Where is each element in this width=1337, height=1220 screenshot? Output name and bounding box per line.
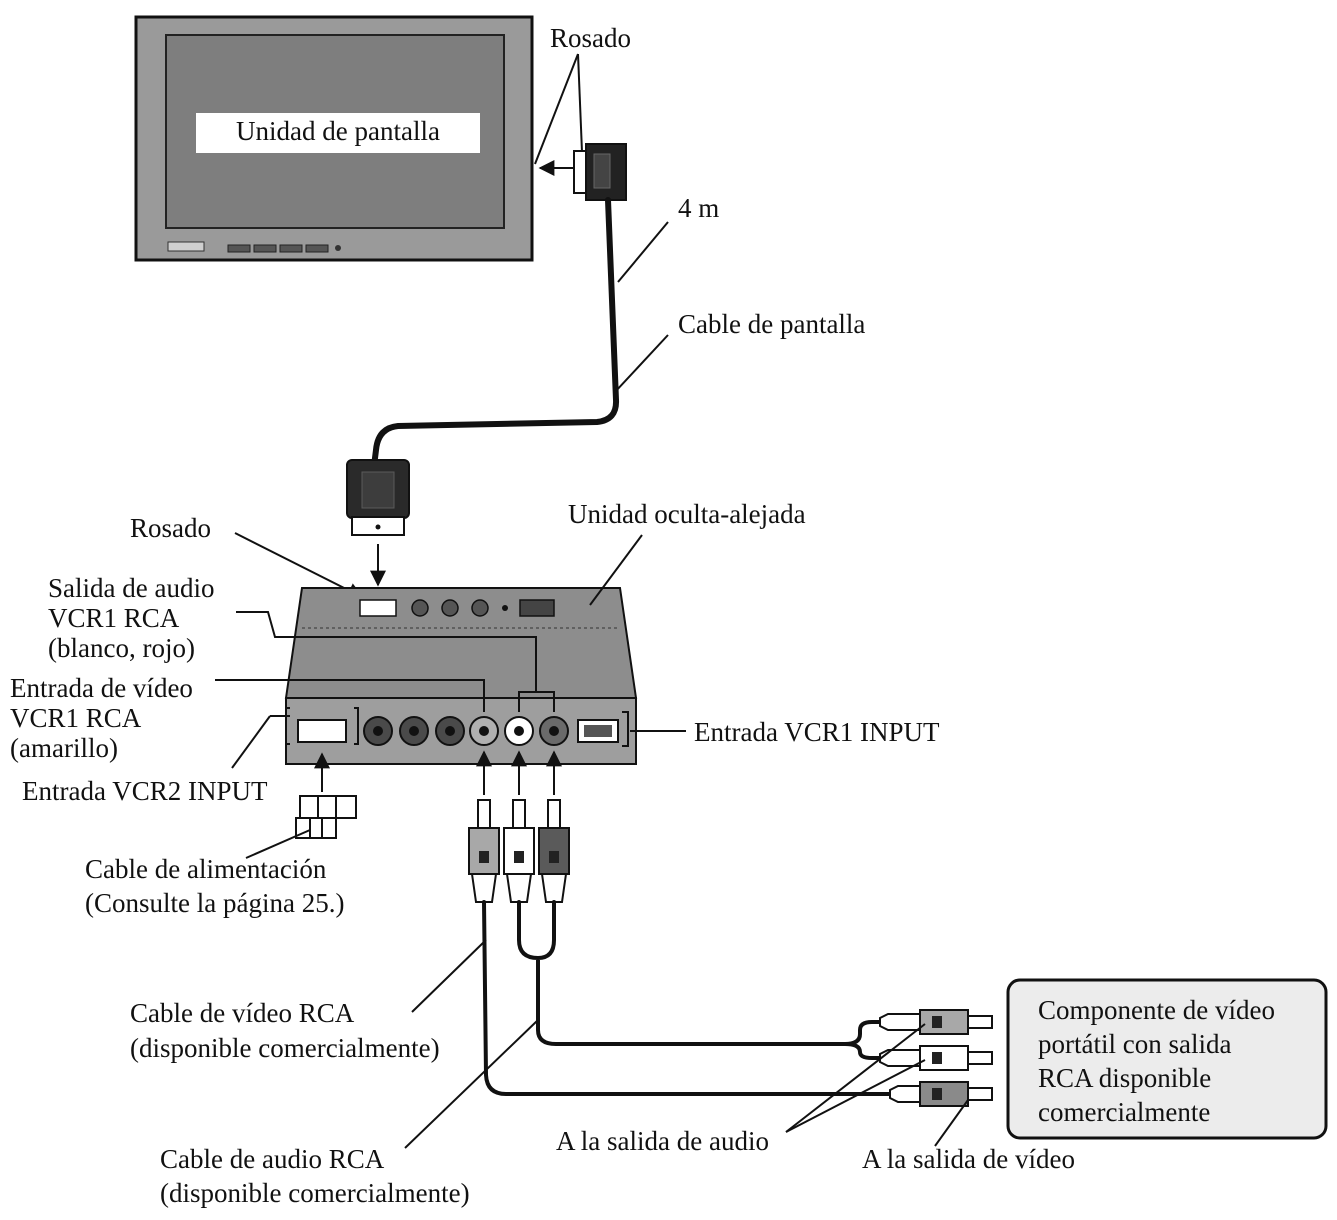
pink-connector-bottom (346, 459, 410, 536)
power-cable-label-line1: Cable de alimentación (85, 854, 327, 884)
rca-audio-cable (517, 900, 892, 1060)
audio-out-label-line3: (blanco, rojo) (48, 633, 195, 663)
video-in-label-line3: (amarillo) (10, 733, 118, 763)
remote-unit-label: Unidad oculta-alejada (568, 499, 806, 529)
component-label-line4: comercialmente (1038, 1097, 1210, 1127)
display-cable-label: Cable de pantalla (678, 309, 865, 339)
rca-plugs-component (879, 1009, 993, 1107)
power-cable-label-line2: (Consulte la página 25.) (85, 888, 344, 918)
rca-video-cable (482, 900, 912, 1096)
cable-length-label: 4 m (678, 193, 719, 223)
remote-unit (284, 587, 638, 765)
audio-out-label-line1: Salida de audio (48, 573, 214, 603)
component-label-line2: portátil con salida (1038, 1029, 1231, 1059)
pink-bottom-label: Rosado (130, 513, 211, 543)
vcr1-input-label: Entrada VCR1 INPUT (694, 717, 940, 747)
video-cable-label-line2: (disponible comercialmente) (130, 1033, 440, 1063)
pink-connector-top (573, 143, 627, 201)
pink-top-label: Rosado (550, 23, 631, 53)
video-cable-label-line1: Cable de vídeo RCA (130, 998, 355, 1028)
vcr2-input-label: Entrada VCR2 INPUT (22, 776, 268, 806)
component-label-line1: Componente de vídeo (1038, 995, 1275, 1025)
to-audio-out-label: A la salida de audio (556, 1126, 769, 1156)
audio-cable-label-line1: Cable de audio RCA (160, 1144, 385, 1174)
power-connector (295, 795, 357, 839)
portable-video-component-box (1006, 978, 1328, 1140)
audio-out-label-line2: VCR1 RCA (48, 603, 180, 633)
display-buttons (227, 244, 341, 253)
video-in-label-line2: VCR1 RCA (10, 703, 142, 733)
component-label-line3: RCA disponible (1038, 1063, 1211, 1093)
to-video-out-label: A la salida de vídeo (862, 1144, 1075, 1174)
audio-cable-label-line2: (disponible comercialmente) (160, 1178, 470, 1208)
display-unit (134, 15, 534, 262)
display-cable (371, 197, 620, 469)
rca-plugs-remote (468, 799, 570, 903)
display-unit-label: Unidad de pantalla (236, 116, 440, 146)
video-in-label-line1: Entrada de vídeo (10, 673, 193, 703)
